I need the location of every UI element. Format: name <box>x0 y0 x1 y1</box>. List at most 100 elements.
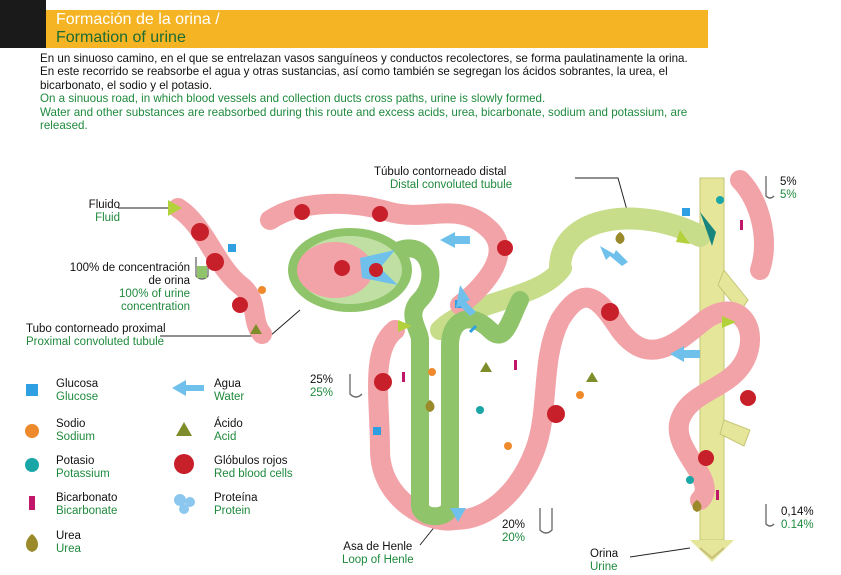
label-fluid-en: Fluid <box>74 212 120 225</box>
label-henle: Asa de Henle Loop of Henle <box>342 541 414 567</box>
legend-urea-es: Urea <box>56 530 81 542</box>
beaker-014 <box>766 504 774 526</box>
urea <box>616 232 625 244</box>
sodium <box>576 391 584 399</box>
potassium <box>686 476 694 484</box>
legend-bicarbonate: Bicarbonato Bicarbonate <box>56 492 117 518</box>
urea-drop-icon <box>26 534 38 552</box>
beaker-25 <box>350 374 362 397</box>
red-cell <box>547 405 565 423</box>
protein-cluster-icon <box>174 494 195 514</box>
label-henle-en: Loop of Henle <box>342 554 414 567</box>
glucose <box>228 244 236 252</box>
label-concentration-en-2: concentration <box>14 301 190 314</box>
beaker-100-fill <box>197 266 207 278</box>
legend-potassium: Potasio Potassium <box>56 455 110 481</box>
distal-tubule-arc <box>560 219 700 268</box>
legend-water-en: Water <box>214 391 244 404</box>
beaker-5 <box>766 176 774 198</box>
label-fluid: Fluido Fluid <box>74 199 120 225</box>
label-pct-25: 25% 25% <box>310 374 333 400</box>
legend-red-cells-es: Glóbulos rojos <box>214 455 288 467</box>
red-cell <box>374 373 392 391</box>
label-concentration: 100% de concentración de orina 100% of u… <box>14 262 190 314</box>
red-cell <box>232 297 248 313</box>
legend-protein-es: Proteína <box>214 492 257 504</box>
pct-25-es: 25% <box>310 374 333 386</box>
red-cell <box>601 303 619 321</box>
label-pct-20: 20% 20% <box>502 519 525 545</box>
label-distal: Túbulo contorneado distal Distal convolu… <box>374 166 512 192</box>
legend-acid-en: Acid <box>214 431 243 444</box>
legend-protein-en: Protein <box>214 505 257 518</box>
olive-triangle-icon <box>176 422 192 436</box>
label-proximal-en: Proximal convoluted tubule <box>26 336 166 349</box>
bicarbonate <box>740 220 743 230</box>
magenta-bar-icon <box>29 496 35 510</box>
legend-potassium-es: Potasio <box>56 455 94 467</box>
pct-014-es: 0,14% <box>781 506 814 518</box>
pct-20-es: 20% <box>502 519 525 531</box>
pct-014-en: 0.14% <box>781 519 814 532</box>
acid <box>480 362 492 372</box>
orange-dot-icon <box>25 424 39 438</box>
red-cell <box>698 450 714 466</box>
legend-sodium-es: Sodio <box>56 418 85 430</box>
legend-glucose-es: Glucosa <box>56 378 98 390</box>
label-proximal: Tubo contorneado proximal Proximal convo… <box>26 323 166 349</box>
legend-bicarbonate-es: Bicarbonato <box>56 492 117 504</box>
bicarbonate <box>716 490 719 500</box>
legend-acid: Ácido Acid <box>214 418 243 444</box>
sodium <box>428 368 436 376</box>
glomerulus <box>288 228 412 312</box>
sodium <box>504 442 512 450</box>
legend-urea: Urea Urea <box>56 530 81 556</box>
label-pct-5: 5% 5% <box>780 176 797 202</box>
red-cell <box>372 206 388 222</box>
label-urine-es: Orina <box>590 548 618 560</box>
label-henle-es: Asa de Henle <box>343 541 412 553</box>
blue-arrow-icon <box>172 380 204 396</box>
label-distal-es: Túbulo contorneado distal <box>374 166 506 178</box>
red-cell <box>334 260 350 276</box>
label-pct-014: 0,14% 0.14% <box>781 506 814 532</box>
urine-leader <box>630 548 690 557</box>
pct-25-en: 25% <box>310 387 333 400</box>
red-cell-icon <box>174 454 194 474</box>
red-cell <box>497 240 513 256</box>
label-concentration-es-2: de orina <box>14 275 190 288</box>
legend-water: Agua Water <box>214 378 244 404</box>
legend-sodium: Sodio Sodium <box>56 418 95 444</box>
glucose <box>682 208 690 216</box>
legend-urea-en: Urea <box>56 543 81 556</box>
red-cell <box>369 263 383 277</box>
water-arrow <box>440 232 470 248</box>
pct-5-en: 5% <box>780 189 797 202</box>
legend-glucose-en: Glucose <box>56 391 98 404</box>
potassium <box>716 196 724 204</box>
label-fluid-es: Fluido <box>89 199 120 211</box>
legend-protein: Proteína Protein <box>214 492 257 518</box>
bicarbonate <box>514 360 517 370</box>
legend-icons <box>25 380 204 552</box>
red-cell <box>740 390 756 406</box>
pct-20-en: 20% <box>502 532 525 545</box>
legend-glucose: Glucosa Glucose <box>56 378 98 404</box>
label-concentration-en-1: 100% of urine <box>14 288 190 301</box>
label-concentration-es-1: 100% de concentración <box>14 262 190 275</box>
acid <box>586 372 598 382</box>
teal-dot-icon <box>25 458 39 472</box>
beaker-20 <box>540 508 552 533</box>
legend-red-cells-en: Red blood cells <box>214 468 293 481</box>
label-distal-en: Distal convoluted tubule <box>374 179 512 192</box>
legend-red-cells: Glóbulos rojos Red blood cells <box>214 455 293 481</box>
water-arrow <box>600 246 628 266</box>
blue-square-icon <box>26 384 38 396</box>
legend-water-es: Agua <box>214 378 241 390</box>
potassium <box>476 406 484 414</box>
label-proximal-es: Tubo contorneado proximal <box>26 323 166 335</box>
label-urine-en: Urine <box>590 561 618 574</box>
red-cell <box>294 204 310 220</box>
legend-bicarbonate-en: Bicarbonate <box>56 505 117 518</box>
